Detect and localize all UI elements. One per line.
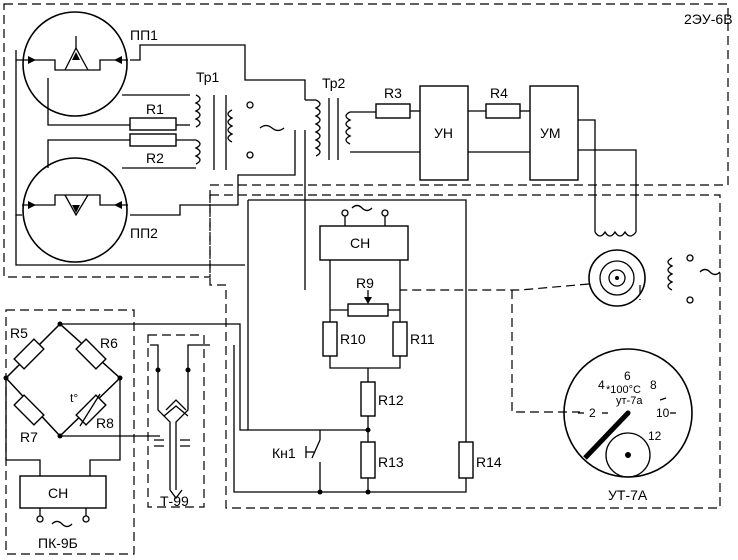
label-sn-main: СН: [350, 235, 370, 251]
label-r2: R2: [146, 150, 164, 166]
potentiometer-r9: [347, 303, 389, 317]
label-kn1: Кн1: [272, 445, 296, 461]
label-r13: R13: [378, 454, 404, 470]
label-pp2: ПП2: [130, 225, 158, 241]
amplifier-un: [419, 85, 469, 181]
label-r9: R9: [356, 275, 374, 291]
label-tr2: Тр2: [322, 75, 346, 91]
label-r1: R1: [146, 101, 164, 117]
resistor-r11: [392, 321, 408, 357]
pp2-sensor: [22, 157, 128, 263]
label-r12: R12: [378, 392, 404, 408]
gauge-tick-8: 8: [650, 378, 657, 392]
label-tr1: Тр1: [196, 69, 220, 85]
label-r14: R14: [476, 454, 502, 470]
label-r3: R3: [384, 85, 402, 101]
label-um: УМ: [540, 125, 561, 141]
resistor-r3: [375, 103, 411, 119]
label-r10: R10: [340, 331, 366, 347]
label-r4: R4: [490, 85, 508, 101]
gauge-model-text: ут-7а: [616, 395, 643, 407]
transformer-tr2: [304, 98, 420, 290]
label-pp1: ПП1: [130, 27, 158, 43]
enclosure-ut7a-block: [209, 194, 721, 509]
label-sn-pk: СН: [48, 485, 68, 501]
gauge-unit-text: *100°С: [606, 384, 641, 396]
stabilizer-sn-pk: [19, 475, 107, 509]
label-r11: R11: [410, 331, 435, 347]
enclosure-t99: [147, 334, 205, 508]
label-r8: R8: [96, 415, 114, 431]
button-kn1: [305, 430, 321, 492]
label-r6: R6: [100, 335, 118, 351]
gauge-tick-2: 2: [589, 406, 596, 420]
motor-winding: [578, 119, 721, 307]
label-2eu6v: 2ЭУ-6В: [684, 11, 733, 27]
gauge-tick-4: 4: [598, 378, 605, 392]
label-r5: R5: [10, 325, 28, 341]
label-r7: R7: [20, 429, 38, 445]
resistor-r10: [322, 321, 338, 357]
resistor-r2: [129, 133, 177, 147]
thermocouple-t99: [150, 344, 210, 500]
stabilizer-sn-main: [319, 225, 409, 261]
resistor-r13: [360, 441, 376, 479]
gauge-ut7a: [563, 348, 693, 478]
label-t-deg: t°: [70, 391, 78, 405]
gauge-tick-6: 6: [624, 369, 631, 383]
resistor-r12: [360, 381, 376, 417]
gauge-tick-12: 12: [648, 429, 662, 443]
gauge-tick-10: 10: [656, 406, 670, 420]
label-ut7a: УТ-7А: [608, 487, 648, 503]
label-t99: Т-99: [160, 493, 189, 509]
resistor-r4: [485, 103, 521, 119]
pp1-sensor: [22, 11, 128, 117]
resistor-r14: [458, 441, 474, 479]
label-un: УН: [434, 125, 453, 141]
enclosure-2eu6v: [3, 3, 729, 278]
transformer-tr1: [194, 94, 285, 170]
resistor-r1: [129, 117, 177, 131]
bridge-pk9b: [3, 321, 160, 476]
amplifier-um: [529, 85, 579, 181]
label-pk9b: ПК-9Б: [38, 535, 78, 551]
